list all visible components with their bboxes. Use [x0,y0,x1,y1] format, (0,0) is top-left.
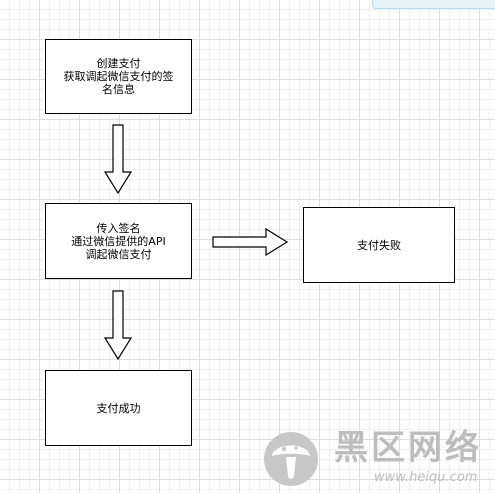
flow-node-pass-signature[interactable]: 传入签名 通过微信提供的API 调起微信支付 [45,203,192,279]
flow-node-payment-success-label: 支付成功 [96,401,141,415]
flow-node-payment-failed-label: 支付失败 [357,238,401,252]
flow-node-pass-signature-label: 传入签名 通过微信提供的API 调起微信支付 [71,221,166,261]
flow-node-create-payment-label: 创建支付 获取调起微信支付的签 名信息 [63,57,174,96]
watermark: 黑区网络 www.heiqu.com [262,428,492,490]
watermark-url: www.heiqu.com [374,470,478,485]
arrow-create-to-pass[interactable] [103,124,133,195]
watermark-title: 黑区网络 [334,428,482,468]
flow-node-create-payment[interactable]: 创建支付 获取调起微信支付的签 名信息 [45,39,192,114]
flow-node-payment-failed[interactable]: 支付失败 [303,207,455,283]
top-panel-edge [372,0,495,9]
arrow-pass-to-success[interactable] [103,290,133,361]
mushroom-logo-icon [264,432,318,486]
flow-node-payment-success[interactable]: 支付成功 [45,370,192,446]
arrow-pass-to-fail[interactable] [212,227,289,257]
